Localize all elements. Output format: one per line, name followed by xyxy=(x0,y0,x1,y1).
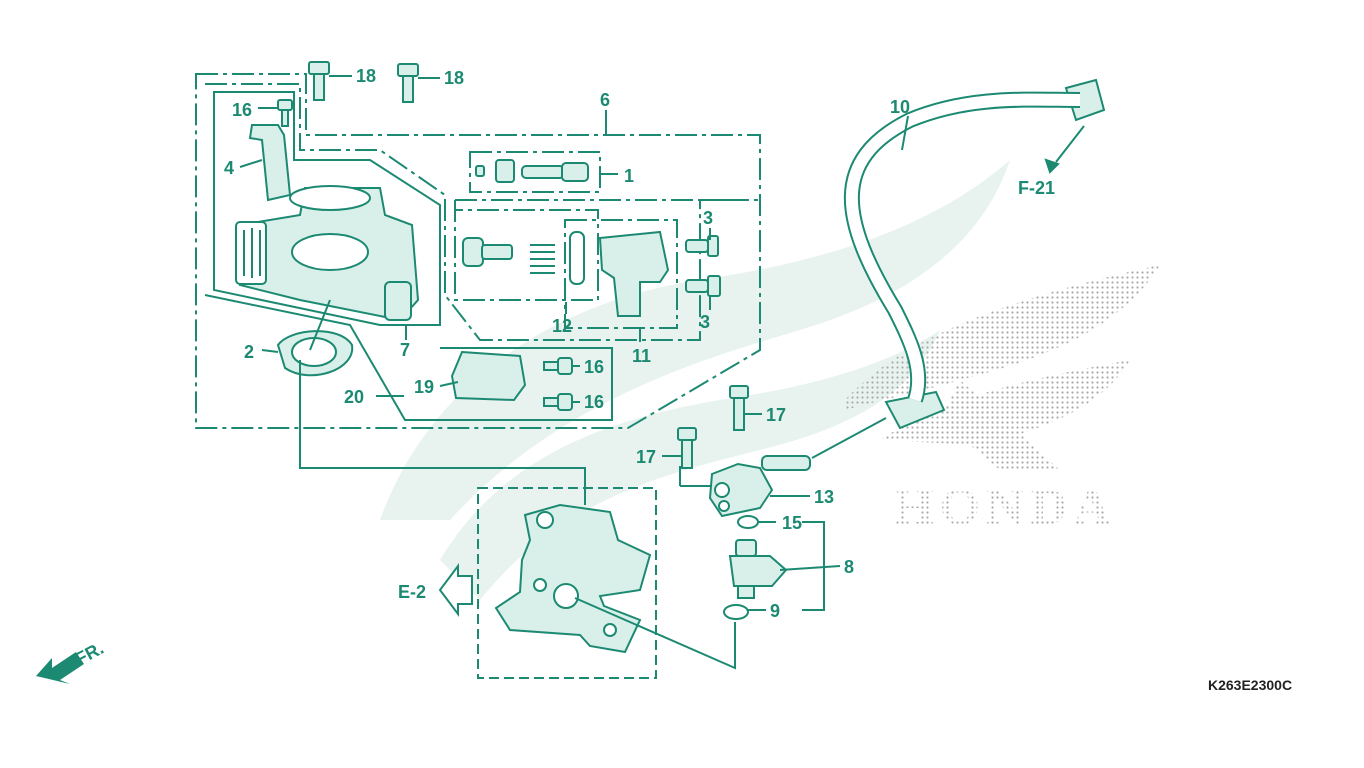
sensor-10 xyxy=(598,230,670,317)
callout-18-left: 18 xyxy=(356,66,376,86)
ref-e2-label[interactable]: E-2 xyxy=(398,582,426,602)
honda-watermark-text: HONDA xyxy=(893,479,1117,536)
callout-10: 11 xyxy=(632,346,651,366)
kit-1-box xyxy=(469,151,601,193)
bolt-17-lower xyxy=(677,427,697,469)
seal-9 xyxy=(723,604,749,620)
callout-3-top: 3 xyxy=(703,208,713,228)
manifold-box xyxy=(477,487,657,679)
clamp-19 xyxy=(450,350,527,402)
callout-8: 8 xyxy=(844,557,854,577)
screw-16-low xyxy=(543,393,573,411)
bracket-4 xyxy=(248,124,292,202)
callout-9: 9 xyxy=(770,601,780,621)
callout-16-top: 16 xyxy=(232,100,252,120)
callout-11: 12 xyxy=(552,316,572,336)
kit-10-box xyxy=(564,219,678,329)
screw-16-top xyxy=(277,99,293,127)
kit-1-parts xyxy=(475,159,589,183)
kit-11-box xyxy=(454,199,742,301)
seal-15 xyxy=(737,515,759,529)
ref-f21-label[interactable]: F-21 xyxy=(1018,178,1055,198)
f21-arrow-icon xyxy=(1044,158,1060,174)
assembly-6-outline xyxy=(195,73,761,429)
bolt-18-right xyxy=(397,63,419,103)
screw-3-top xyxy=(685,235,719,257)
diagram-code: K263E2300C xyxy=(1208,677,1292,693)
injector-8 xyxy=(728,539,788,599)
callout-7: 7 xyxy=(400,340,410,360)
callout-4: 4 xyxy=(224,158,234,178)
hose-connector-13 xyxy=(884,78,1106,430)
callout-2: 2 xyxy=(244,342,254,362)
kit-11-parts xyxy=(462,231,585,285)
sub-assembly-outline xyxy=(205,83,760,341)
callout-1: 1 xyxy=(624,166,634,186)
callout-17-lower: 17 xyxy=(636,447,656,467)
callout-15: 15 xyxy=(782,513,802,533)
e2-arrow-icon xyxy=(438,563,473,617)
sub-assembly-7-outline xyxy=(213,91,441,326)
callout-17-upper: 17 xyxy=(766,405,786,425)
callout-20: 20 xyxy=(344,387,364,407)
callout-6: 6 xyxy=(600,90,610,110)
callout-13: 10 xyxy=(890,97,910,117)
callout-16-low: 16 xyxy=(584,392,604,412)
intake-manifold xyxy=(494,503,652,654)
callout-19: 19 xyxy=(414,377,434,397)
front-arrow-icon xyxy=(36,652,84,684)
gasket-2 xyxy=(276,330,354,377)
injector-joint-12 xyxy=(708,455,811,518)
screw-3-bottom xyxy=(685,275,721,297)
callout-12: 13 xyxy=(814,487,834,507)
fuel-hose-13 xyxy=(811,91,1081,459)
assembly-20-outline xyxy=(204,294,613,421)
bolt-18-left xyxy=(308,61,330,101)
callout-18-right: 18 xyxy=(444,68,464,88)
callout-3-bottom: 3 xyxy=(700,312,710,332)
throttle-body-7 xyxy=(235,185,420,322)
callout-16-mid: 16 xyxy=(584,357,604,377)
